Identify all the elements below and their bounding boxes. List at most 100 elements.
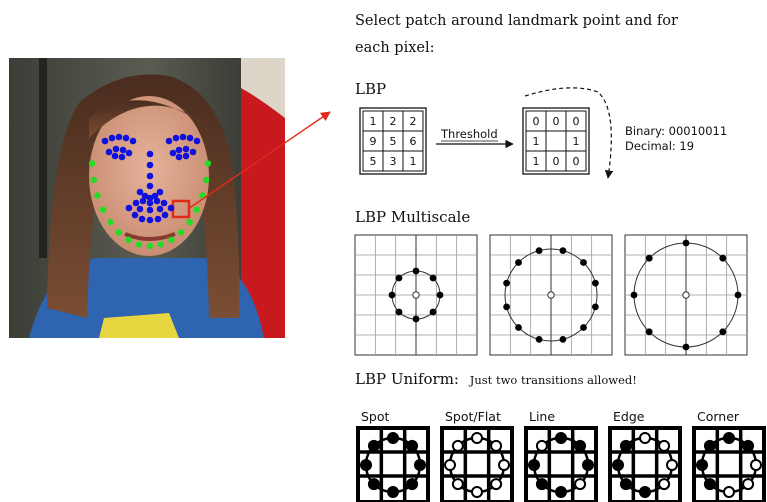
landmark-point bbox=[146, 150, 154, 158]
sample-point bbox=[719, 328, 727, 336]
pattern-bit-on bbox=[555, 486, 567, 498]
pattern-bit-on bbox=[582, 459, 594, 471]
landmark-point bbox=[141, 192, 149, 200]
grid-cell-value: 2 bbox=[390, 115, 397, 128]
pattern-bit-on bbox=[696, 459, 708, 471]
pattern-spot-flat bbox=[440, 426, 514, 502]
pattern-bit-off bbox=[658, 439, 671, 452]
sampling-circle bbox=[504, 248, 598, 342]
sample-point bbox=[436, 291, 444, 299]
pattern-label: Spot bbox=[361, 409, 390, 424]
pattern-bit-on bbox=[619, 439, 632, 452]
uniform-note: Just two transitions allowed! bbox=[469, 373, 637, 387]
pattern-corner bbox=[692, 426, 766, 502]
pattern-bit-on bbox=[360, 459, 372, 471]
pattern-label: Line bbox=[529, 409, 555, 424]
patch-pointer-arrow bbox=[187, 111, 331, 210]
landmark-point bbox=[136, 205, 144, 213]
pattern-bit-off bbox=[658, 478, 671, 491]
landmark-point bbox=[119, 146, 127, 154]
pattern-bit-off bbox=[574, 478, 587, 491]
sample-point bbox=[645, 254, 653, 262]
landmark-point bbox=[136, 188, 144, 196]
jaw-landmark-point bbox=[168, 236, 175, 243]
landmark-point bbox=[146, 199, 154, 207]
jaw-landmark-point bbox=[107, 218, 114, 226]
landmark-point bbox=[125, 204, 133, 212]
pattern-bit-off bbox=[666, 459, 678, 471]
pattern-bit-on bbox=[406, 439, 419, 452]
sample-point bbox=[412, 267, 420, 275]
sample-point bbox=[580, 259, 587, 266]
pattern-bit-on bbox=[574, 439, 587, 452]
grid-cell-value: 1 bbox=[573, 135, 580, 148]
sample-point bbox=[515, 324, 522, 331]
landmark-point bbox=[161, 211, 169, 219]
landmark-point bbox=[189, 148, 197, 156]
face-photo bbox=[9, 58, 285, 338]
uniform-heading-label: LBP Uniform: bbox=[355, 370, 459, 388]
sample-point bbox=[719, 254, 727, 262]
lbp-heading: LBP bbox=[355, 80, 387, 98]
grid-cell-value: 3 bbox=[390, 155, 397, 168]
sample-point bbox=[592, 303, 599, 311]
pattern-edge bbox=[608, 426, 682, 502]
landmark-point bbox=[118, 153, 126, 161]
jaw-landmark-point bbox=[177, 229, 185, 236]
sample-point bbox=[559, 336, 567, 343]
jaw-landmark-point bbox=[90, 176, 98, 184]
grid-cell-value: 6 bbox=[410, 135, 417, 148]
landmark-point bbox=[182, 152, 190, 160]
pattern-bit-off bbox=[498, 459, 510, 471]
landmark-point bbox=[175, 146, 183, 154]
landmark-point bbox=[146, 182, 154, 190]
landmark-point bbox=[146, 206, 154, 214]
center-pixel bbox=[547, 291, 555, 299]
landmark-point bbox=[175, 153, 183, 161]
multiscale-heading: LBP Multiscale bbox=[355, 208, 471, 226]
landmark-point bbox=[165, 137, 173, 145]
grid-cell-value: 5 bbox=[370, 155, 377, 168]
grid-cell bbox=[402, 150, 424, 172]
sample-point bbox=[429, 308, 437, 316]
center-pixel bbox=[682, 291, 690, 299]
landmark-point bbox=[115, 133, 123, 141]
sample-point bbox=[412, 315, 420, 323]
sample-point bbox=[630, 291, 638, 299]
grid-cell-value: 1 bbox=[533, 155, 540, 168]
jaw-landmark-point bbox=[199, 192, 206, 199]
pattern-bit-on bbox=[703, 478, 716, 491]
decimal-text: Decimal: 19 bbox=[625, 139, 694, 153]
grid-cell-value: 2 bbox=[410, 115, 417, 128]
grid-cell-value: 0 bbox=[553, 115, 560, 128]
pattern-bit-off bbox=[723, 486, 735, 498]
sample-point bbox=[734, 291, 742, 299]
jaw-landmark-point bbox=[186, 218, 193, 226]
sample-point bbox=[535, 336, 543, 343]
sample-point bbox=[682, 239, 690, 247]
landmark-point bbox=[105, 148, 113, 156]
pattern-bit-off bbox=[742, 478, 755, 491]
jaw-landmark-point bbox=[88, 160, 96, 167]
jaw-landmark-point bbox=[135, 241, 143, 248]
landmark-point bbox=[179, 133, 187, 141]
sample-point bbox=[388, 291, 396, 299]
jaw-landmark-point bbox=[203, 176, 210, 184]
pattern-bit-on bbox=[742, 439, 755, 452]
uniform-heading: LBP Uniform: Just two transitions allowe… bbox=[355, 370, 637, 388]
grid-cell-value: 0 bbox=[573, 115, 580, 128]
pattern-bit-on bbox=[612, 459, 624, 471]
grid-cell bbox=[565, 150, 587, 172]
sample-point bbox=[559, 247, 567, 255]
jaw-landmark-point bbox=[94, 192, 101, 199]
landmark-point bbox=[101, 137, 109, 145]
landmark-point bbox=[125, 149, 133, 157]
sample-point bbox=[395, 308, 403, 316]
landmark-point bbox=[153, 197, 161, 205]
pattern-bit-off bbox=[471, 432, 483, 444]
pattern-bit-on bbox=[723, 432, 735, 444]
sample-point bbox=[395, 274, 403, 282]
grid-frame bbox=[359, 107, 427, 175]
landmark-point bbox=[146, 172, 154, 180]
